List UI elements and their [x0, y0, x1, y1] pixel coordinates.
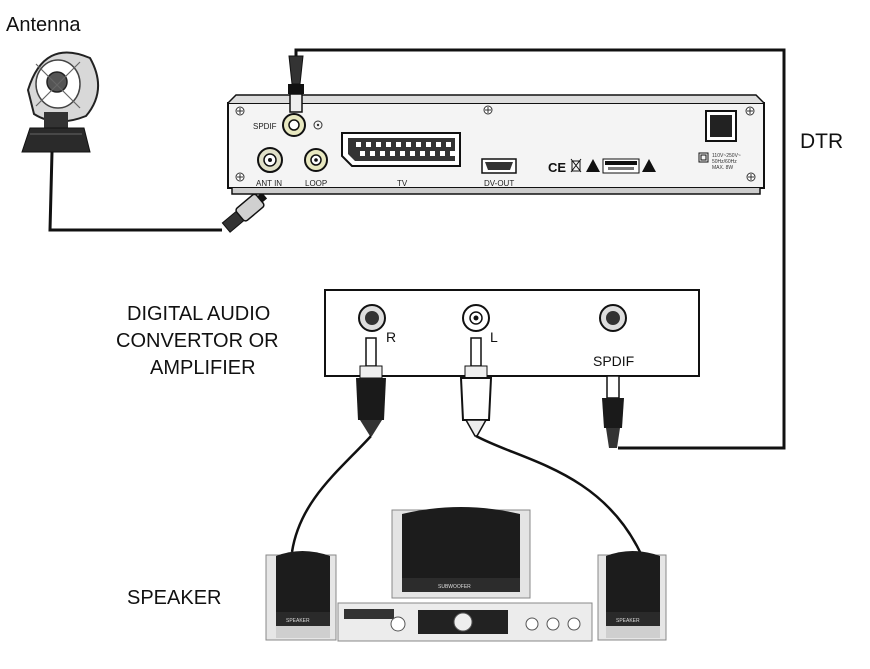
r-channel-label: R [386, 329, 396, 345]
rca-plug-l-icon [459, 337, 493, 437]
scart-pin [416, 142, 421, 147]
scart-pin [406, 142, 411, 147]
scart-pin [380, 151, 385, 156]
optical-plug-bottom-icon [602, 375, 624, 448]
antenna-label: Antenna [6, 14, 81, 36]
ant-in-label: ANT IN [256, 179, 282, 188]
subwoofer-icon: SUBWOOFER [391, 507, 531, 599]
loop-label: LOOP [305, 179, 327, 188]
l-channel-label: L [490, 329, 498, 345]
warning-triangle-icon [586, 159, 600, 172]
screw-icon [235, 106, 245, 116]
receiver-back-panel: SPDIF ANT IN LOOP TV [227, 94, 765, 195]
speaker-cable-left [475, 434, 642, 553]
scart-pin [370, 151, 375, 156]
antenna-icon [21, 51, 100, 153]
r-jack-icon [358, 304, 386, 332]
scart-pin [450, 151, 455, 156]
hdmi-port-icon [481, 158, 517, 174]
digital-audio-label-line2: CONVERTOR OR [116, 330, 279, 352]
spdif-in-label: SPDIF [593, 353, 634, 369]
spdif-in-jack-icon [599, 304, 627, 332]
right-speaker-icon: SPEAKER [597, 551, 667, 641]
audio-converter-box [324, 289, 700, 377]
digital-audio-label-line3: AMPLIFIER [150, 357, 256, 379]
scart-port-icon [341, 132, 461, 167]
weee-bin-icon [570, 158, 582, 173]
loop-jack-icon [304, 148, 328, 172]
scart-pin [400, 151, 405, 156]
scart-pin [356, 142, 361, 147]
scart-pin [386, 142, 391, 147]
left-speaker-badge: SPEAKER [286, 618, 310, 624]
tv-port-label: TV [397, 179, 408, 188]
scart-pin [440, 151, 445, 156]
scart-pin [360, 151, 365, 156]
coax-plug-icon [221, 192, 268, 233]
scart-pin [366, 142, 371, 147]
digital-audio-label-line1: DIGITAL AUDIO [127, 303, 270, 325]
rca-plug-r-icon [356, 337, 386, 436]
spdif-jack-icon [282, 113, 306, 137]
antenna-cable [48, 151, 222, 232]
warning-label-icon [602, 158, 640, 174]
hifi-amplifier-icon [337, 602, 593, 642]
scart-pin [430, 151, 435, 156]
right-speaker-badge: SPEAKER [616, 618, 640, 624]
power-socket-icon [705, 110, 737, 142]
screw-icon [483, 105, 493, 115]
power-max-text: MAX. 8W [712, 165, 733, 171]
optical-plug-top-icon [288, 55, 304, 113]
screw-icon [235, 172, 245, 182]
power-spec-text: 110V~250V~ [712, 153, 741, 159]
spdif-port-label: SPDIF [253, 122, 277, 131]
dv-out-label: DV-OUT [484, 179, 514, 188]
scart-pin [426, 142, 431, 147]
l-jack-icon [462, 304, 490, 332]
dtr-label: DTR [800, 130, 843, 153]
scart-pin [446, 142, 451, 147]
scart-pin [436, 142, 441, 147]
optical-symbol-icon [313, 120, 323, 130]
ce-mark: CE [548, 160, 566, 175]
speaker-cable-right [290, 435, 372, 553]
left-speaker-icon: SPEAKER [265, 551, 337, 641]
double-insulation-icon [698, 152, 709, 163]
scart-pin [376, 142, 381, 147]
scart-pin [396, 142, 401, 147]
scart-pin [390, 151, 395, 156]
screw-icon [746, 172, 756, 182]
scart-pin [420, 151, 425, 156]
ant-in-jack-icon [257, 147, 283, 173]
speaker-label: SPEAKER [127, 587, 221, 609]
screw-icon [745, 106, 755, 116]
subwoofer-badge: SUBWOOFER [438, 584, 471, 590]
warning-triangle-icon [642, 159, 656, 172]
scart-pin [410, 151, 415, 156]
power-freq-text: 50Hz/60Hz [712, 159, 737, 165]
